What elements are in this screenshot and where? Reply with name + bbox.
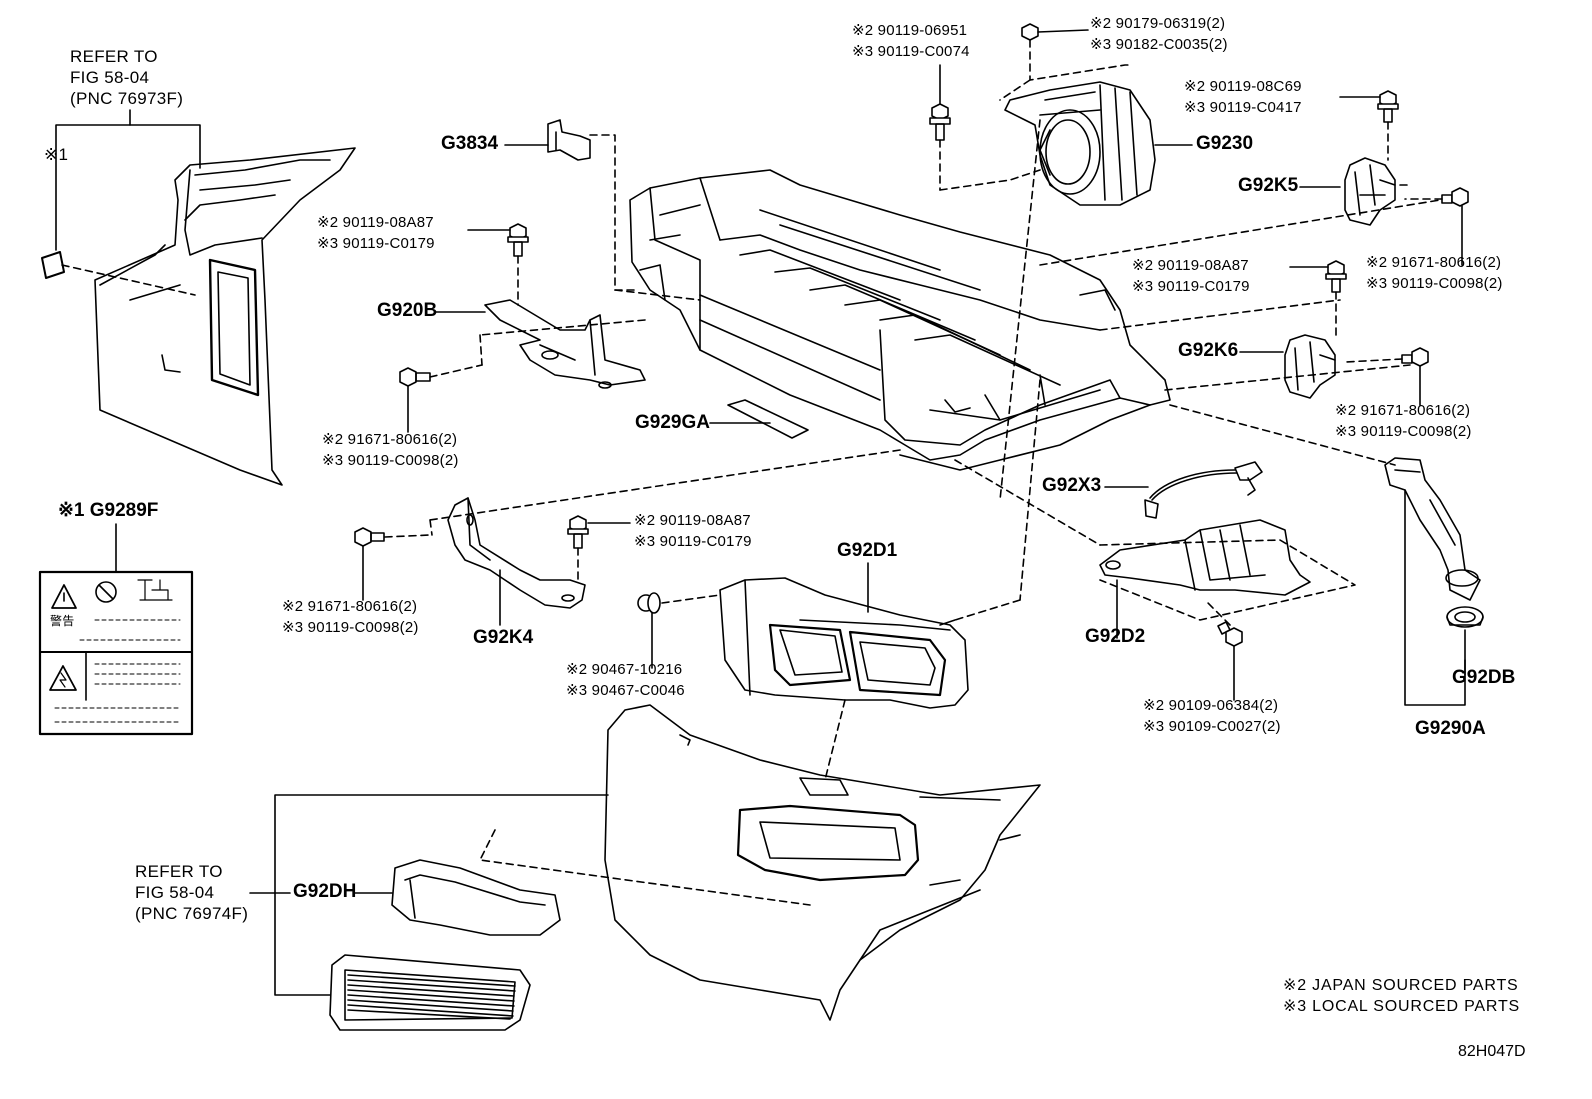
pn-top-right-1: ※2 90119-08C69 <box>1184 78 1302 95</box>
label-g92k4: G92K4 <box>473 627 534 648</box>
clip-g3834 <box>548 120 590 160</box>
bolt-g92k6-top <box>1290 261 1346 335</box>
pn-center-right-2: ※3 90119-C0179 <box>1132 278 1250 295</box>
duct-g92dh <box>392 860 560 935</box>
refer-top-line-2: FIG 58-04 <box>70 68 150 87</box>
label-g9230: G9230 <box>1196 133 1254 154</box>
duct-g9230 <box>1005 82 1155 205</box>
label-g92k5: G92K5 <box>1238 175 1299 196</box>
small-label-patch <box>42 252 64 278</box>
pad-g929ga <box>728 400 808 438</box>
bolt-g920b-side <box>400 365 482 432</box>
pn-bracket-left-2: ※3 90119-C0098(2) <box>282 619 419 636</box>
warning-label-g9289f <box>40 572 192 734</box>
bolt-g920b-top <box>468 224 528 305</box>
refer-bottom-line-2: FIG 58-04 <box>135 883 215 902</box>
bracket-g92k6 <box>1285 335 1335 398</box>
grille-g92dh <box>330 955 530 1030</box>
pn-d2-bolt-1: ※2 90109-06384(2) <box>1143 697 1279 714</box>
warning-label-kanji: 警告 <box>50 614 75 628</box>
pn-d2-bolt-2: ※3 90109-C0027(2) <box>1143 718 1281 735</box>
figure-code: 82H047D <box>1458 1043 1526 1060</box>
grommet-g92db <box>1447 607 1483 627</box>
bolt-top-center <box>930 65 950 190</box>
bolt-g92k5-top <box>1340 91 1398 160</box>
pn-left-lower-1: ※2 91671-80616(2) <box>322 431 458 448</box>
refer-top-line-1: REFER TO <box>70 47 158 66</box>
pn-top-right-2: ※3 90119-C0417 <box>1184 99 1302 116</box>
duct-g92d1 <box>720 578 968 708</box>
bolt-g92k4-side <box>355 528 384 600</box>
bottom-side-panel <box>605 705 1040 1020</box>
pn-top-center-left-2: ※3 90119-C0074 <box>852 43 970 60</box>
duct-g9290a <box>1385 458 1480 600</box>
bottom-ref-bracket <box>275 795 608 995</box>
pn-top-center-right-1: ※2 90179-06319(2) <box>1090 15 1226 32</box>
left-side-panel <box>95 148 355 485</box>
refer-top-line-3: (PNC 76973F) <box>70 89 184 108</box>
pn-clip-2: ※3 90467-C0046 <box>566 682 685 699</box>
label-g92dh: G92DH <box>293 881 357 902</box>
bolt-g92k6-side <box>1345 348 1428 405</box>
bolt-g92d2 <box>1205 600 1242 700</box>
clip-g92d1 <box>638 593 720 668</box>
label-g92d2: G92D2 <box>1085 626 1146 647</box>
duct-g92d2 <box>1100 520 1310 595</box>
nut-top <box>1022 24 1088 40</box>
pn-right-lower-2: ※3 90119-C0098(2) <box>1335 423 1472 440</box>
bolt-g92k5-side <box>1405 188 1468 265</box>
refer-bottom-line-1: REFER TO <box>135 862 223 881</box>
pn-left-upper-2: ※3 90119-C0179 <box>317 235 435 252</box>
pn-center-right-1: ※2 90119-08A87 <box>1132 257 1249 274</box>
pn-right-lower-1: ※2 91671-80616(2) <box>1335 402 1471 419</box>
refer-bottom-line-3: (PNC 76974F) <box>135 904 249 923</box>
pn-top-center-right-2: ※3 90182-C0035(2) <box>1090 36 1228 53</box>
label-g92x3: G92X3 <box>1042 475 1102 496</box>
pn-clip-1: ※2 90467-10216 <box>566 661 683 678</box>
pn-right-upper-2: ※3 90119-C0098(2) <box>1366 275 1503 292</box>
pn-top-center-left-1: ※2 90119-06951 <box>852 22 968 39</box>
bracket-g92k5 <box>1345 158 1395 225</box>
label-g920b: G920B <box>377 300 438 321</box>
bracket-g920b <box>485 300 645 388</box>
pn-left-upper-1: ※2 90119-08A87 <box>317 214 434 231</box>
bolt-g92k4-top <box>568 516 630 580</box>
label-g9290a: G9290A <box>1415 718 1486 739</box>
mark-1-label: ※1 <box>44 145 69 164</box>
sensor-g92x3 <box>1145 462 1262 518</box>
bracket-g92k4 <box>448 498 585 608</box>
left-ref-bracket <box>56 125 200 250</box>
label-g3834: G3834 <box>441 133 499 154</box>
pn-bracket-left-1: ※2 91671-80616(2) <box>282 598 418 615</box>
pn-bracket-bolt-1: ※2 90119-08A87 <box>634 512 751 529</box>
label-g9289f: ※1 G9289F <box>58 500 159 521</box>
note-local-sourced: ※3 LOCAL SOURCED PARTS <box>1283 998 1520 1015</box>
label-g92k6: G92K6 <box>1178 340 1239 361</box>
battery-assembly <box>630 170 1170 470</box>
pn-bracket-bolt-2: ※3 90119-C0179 <box>634 533 752 550</box>
label-g92d1: G92D1 <box>837 540 898 561</box>
pn-right-upper-1: ※2 91671-80616(2) <box>1366 254 1502 271</box>
note-japan-sourced: ※2 JAPAN SOURCED PARTS <box>1283 977 1519 994</box>
label-g929ga: G929GA <box>635 412 710 433</box>
pn-left-lower-2: ※3 90119-C0098(2) <box>322 452 459 469</box>
label-g92db: G92DB <box>1452 667 1516 688</box>
